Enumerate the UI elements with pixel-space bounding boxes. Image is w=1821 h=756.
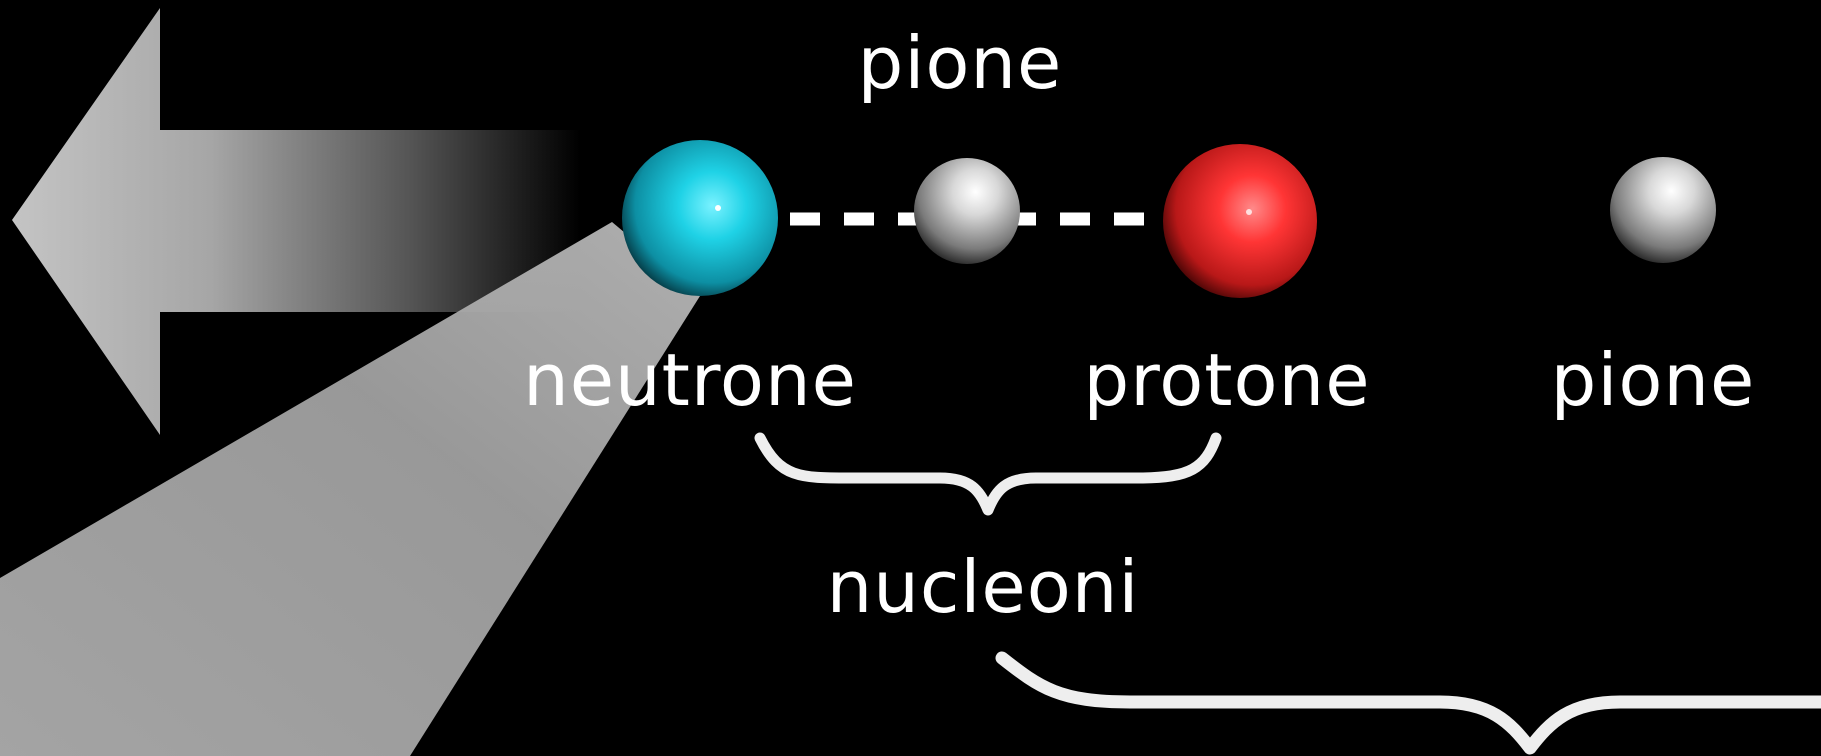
neutron-label: neutrone (523, 338, 857, 422)
nucleons-label: nucleoni (827, 545, 1140, 629)
pion-sphere-right (1610, 157, 1716, 263)
left-arrow-icon (12, 8, 580, 435)
pion-sphere-exchange (914, 158, 1020, 264)
proton-label: protone (1084, 338, 1371, 422)
neutron-sphere (622, 140, 778, 296)
pion-label-top: pione (858, 21, 1063, 105)
pion-label-right: pione (1551, 338, 1756, 422)
curly-brace-icon (754, 432, 1222, 516)
neutron-highlight (715, 205, 721, 211)
light-beam (0, 222, 700, 756)
proton-highlight (1246, 209, 1252, 215)
proton-sphere (1163, 144, 1317, 298)
curly-brace-icon (995, 651, 1821, 755)
